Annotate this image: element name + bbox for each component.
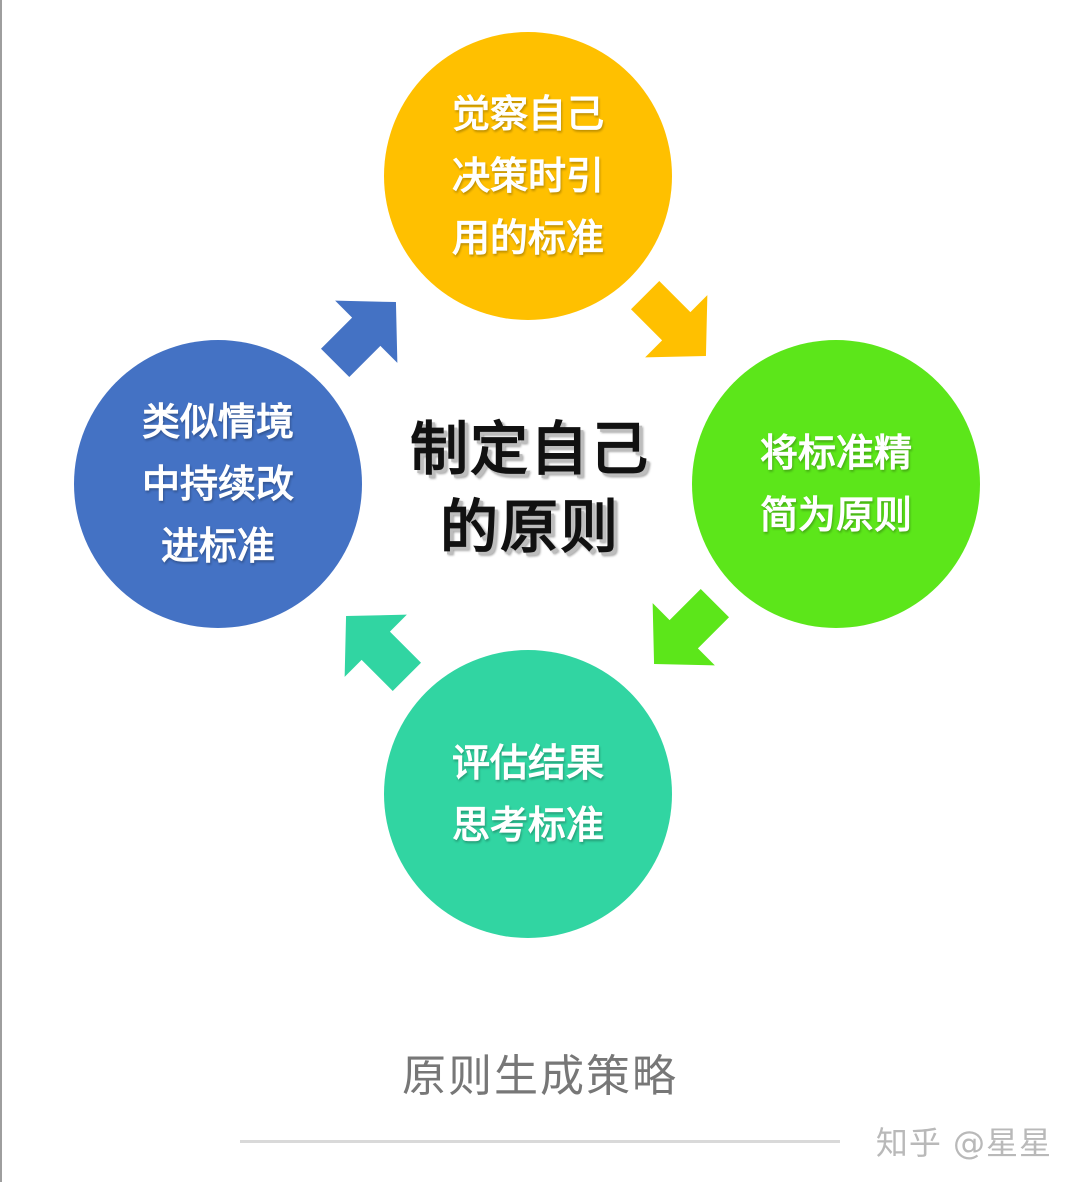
left-edge-line xyxy=(0,0,2,1182)
step-circle-bottom: 评估结果 思考标准 xyxy=(384,650,672,938)
arrow-right-to-bottom xyxy=(622,572,746,696)
step-right-label: 将标准精 简为原则 xyxy=(759,431,912,537)
principles-cycle-diagram: 觉察自己 决策时引 用的标准 将标准精 简为原则 评估结果 思考标准 类似情境 … xyxy=(74,32,980,938)
arrow-bottom-to-left xyxy=(314,584,438,708)
cycle-arrows xyxy=(304,264,746,708)
caption-divider xyxy=(240,1140,840,1143)
step-bottom-label: 评估结果 思考标准 xyxy=(451,741,604,847)
step-top-label: 觉察自己 决策时引 用的标准 xyxy=(451,92,604,260)
step-circle-top: 觉察自己 决策时引 用的标准 xyxy=(384,32,672,320)
center-title: 制定自己 的原则 xyxy=(409,415,650,561)
arrow-left-to-top xyxy=(304,270,428,394)
step-circle-left: 类似情境 中持续改 进标准 xyxy=(74,340,362,628)
figure-caption: 原则生成策略 xyxy=(402,1051,678,1102)
step-circle-right: 将标准精 简为原则 xyxy=(692,340,980,628)
watermark: 知乎 @星星 xyxy=(875,1124,1052,1162)
step-left-label: 类似情境 中持续改 进标准 xyxy=(141,400,294,568)
arrow-top-to-right xyxy=(614,264,738,388)
